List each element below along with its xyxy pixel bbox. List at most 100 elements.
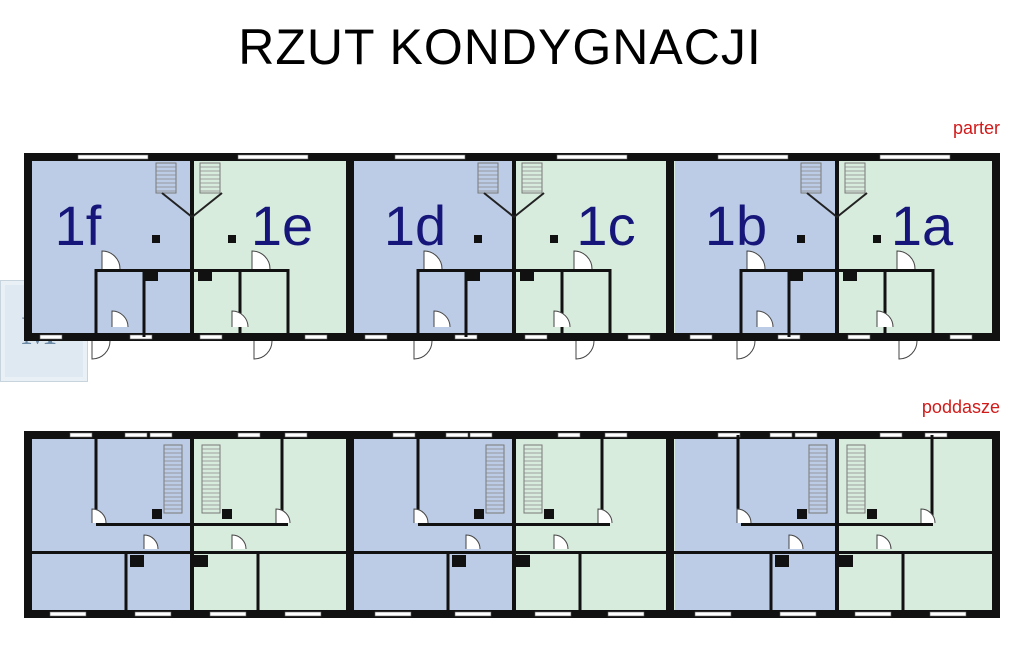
outer-wall-left [24,153,32,341]
door-swing [575,340,595,360]
stair-line [806,192,868,219]
window [149,432,173,438]
partition [96,523,288,526]
column [198,269,212,281]
floor-label-poddasze: poddasze [921,397,1000,417]
window [454,611,492,617]
party-wall [666,153,674,341]
stair-outline [523,444,543,514]
column [474,235,482,243]
door-swing [111,310,129,328]
window [374,611,412,617]
partition [741,523,933,526]
partition [94,269,98,337]
stair-outline [199,162,221,194]
partition [608,269,612,337]
stair-outline [477,162,499,194]
column [797,509,807,519]
door-swing [143,534,159,550]
window [694,611,732,617]
unit-label-1d: 1d [384,194,446,257]
window [77,154,149,160]
window [237,154,309,160]
partition [600,435,604,523]
door-swing [788,534,804,550]
column [222,509,232,519]
partition [883,269,887,337]
window [924,432,948,438]
unit-label-1a: 1a [891,194,954,257]
column [152,509,162,519]
window [717,432,741,438]
stair-outline [800,162,822,194]
partition [256,551,260,614]
unit-area [28,157,192,337]
outer-wall-right [992,431,1000,618]
column [228,235,236,243]
stair-outline [155,162,177,194]
column [520,269,534,281]
door-swing [253,340,273,360]
window [929,611,967,617]
door-swing [553,534,569,550]
partition [96,269,288,272]
column [466,269,480,281]
partition [286,269,290,337]
door-swing [896,250,916,270]
partition [124,551,128,614]
window [39,334,63,340]
column [452,555,466,567]
window [394,154,466,160]
window [124,432,148,438]
door-swing [597,508,613,524]
window [949,334,973,340]
partition [142,269,146,337]
column [152,235,160,243]
partition [238,269,242,337]
window [627,334,651,340]
window [284,432,308,438]
partition [930,435,934,523]
window [129,334,153,340]
door-swing [756,310,774,328]
window [534,611,572,617]
stair-outline [808,444,828,514]
partition [354,551,666,554]
window [284,611,322,617]
door-swing [433,310,451,328]
column [867,509,877,519]
window [854,611,892,617]
window [69,432,93,438]
door-swing [413,340,433,360]
partition [416,435,420,523]
unit-wall [512,157,516,337]
door-swing [876,310,894,328]
partition [416,269,420,337]
partition [741,269,933,272]
window [689,334,713,340]
unit-wall [835,157,839,337]
stair-outline [846,444,866,514]
door-swing [231,534,247,550]
door-swing [573,250,593,270]
window [779,611,817,617]
door-swing [413,508,429,524]
partition [787,269,791,337]
window [209,611,247,617]
column [775,555,789,567]
floor-label-parter: parter [952,118,1000,138]
window [879,154,951,160]
window [237,432,261,438]
window [392,432,416,438]
window [847,334,871,340]
door-swing [898,340,918,360]
unit-wall [190,157,194,337]
partition [901,551,905,614]
partition [769,551,773,614]
partition [446,551,450,614]
stair-line [161,192,223,219]
unit-label-1e: 1e [251,194,313,257]
partition [674,551,996,554]
door-swing [876,534,892,550]
